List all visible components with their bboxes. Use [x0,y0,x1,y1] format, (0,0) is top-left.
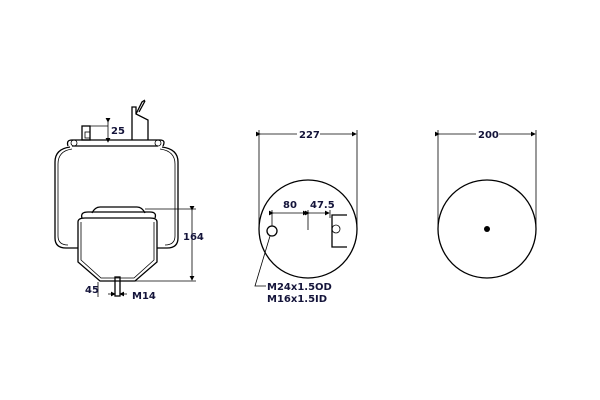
offset-a-label: 80 [283,200,297,211]
top-fitting [81,125,108,141]
top-view: 227 80 47.5 M24x1.5OD M16x1.5ID [254,130,358,305]
air-fitting-hole [266,225,278,237]
offset-b-label: 47.5 [310,200,335,211]
thread-id-label: M16x1.5ID [267,294,327,305]
top-height-label: 25 [111,126,125,137]
piston [77,206,158,282]
bottom-diameter-label: 200 [478,130,499,141]
dimension-top-height: 25 [105,118,125,143]
top-diameter-label: 227 [299,130,320,141]
stud [114,276,121,297]
stud-thread-label: M14 [132,291,156,302]
top-plate [66,139,165,147]
dimension-stud: 45 M14 [85,282,156,302]
bracket [131,99,149,140]
bottom-view: 200 [435,130,537,279]
thread-od-label: M24x1.5OD [267,282,332,293]
side-view: 25 164 45 M14 [54,99,204,302]
bellows [54,146,179,249]
piston-height-label: 164 [183,232,204,243]
stud-offset-label: 45 [85,285,99,296]
dimension-piston-height: 164 [135,206,204,282]
bracket-top [331,214,347,248]
